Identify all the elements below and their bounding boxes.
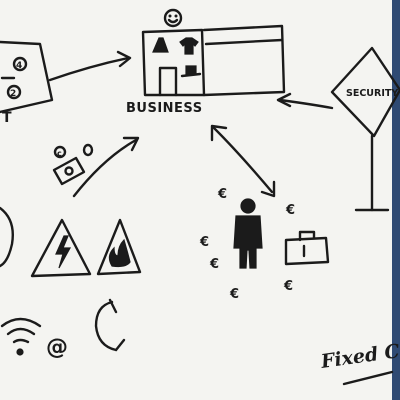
svg-text:2: 2 — [10, 89, 16, 99]
backdrop-edge — [392, 0, 400, 400]
partial-label-t: T — [2, 110, 12, 126]
euro-icon: € — [209, 257, 219, 272]
euro-icon: € — [285, 203, 295, 218]
arrow-security-to-business — [276, 92, 334, 110]
business-label: BUSINESS — [126, 101, 203, 116]
chart-board-icon: 4 2 T — [0, 40, 54, 126]
briefcase-icon — [284, 230, 330, 266]
svg-text:4: 4 — [16, 61, 22, 71]
fixed-cost-underline — [342, 370, 394, 386]
phone-icon — [94, 298, 126, 352]
fire-hazard-icon — [96, 218, 142, 276]
person-icon — [233, 198, 263, 269]
arrow-chart-to-business — [48, 50, 132, 82]
svg-text:c: c — [57, 149, 62, 158]
banknote-coins-icon: c — [52, 143, 94, 186]
security-label: SECURITY — [346, 88, 398, 99]
euro-icon: € — [229, 287, 239, 302]
arrow-business-to-person — [210, 124, 276, 198]
shirt-icon — [179, 37, 199, 55]
security-sign-icon: SECURITY — [330, 46, 400, 212]
smiley-face-icon — [163, 8, 183, 28]
euro-icon: € — [283, 279, 293, 294]
cropped-shape — [0, 206, 14, 268]
arrow-money-to-business — [72, 136, 140, 198]
wifi-icon — [0, 317, 42, 356]
dress-icon — [152, 37, 169, 53]
euro-icon: € — [217, 187, 227, 202]
at-sign-icon: @ — [46, 335, 68, 360]
euro-icon: € — [199, 235, 209, 250]
electric-hazard-icon — [30, 218, 92, 278]
euro-symbols: € € € € € € — [199, 187, 295, 302]
store-building-icon — [141, 24, 286, 97]
